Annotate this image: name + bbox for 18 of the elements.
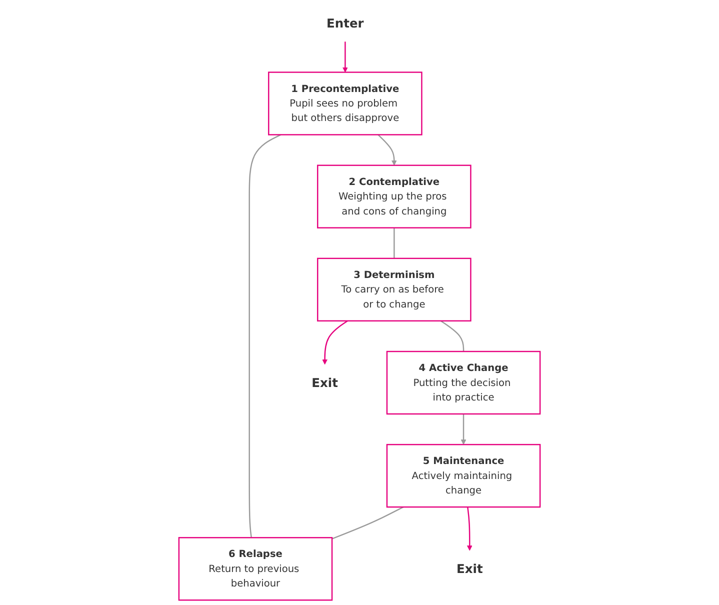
node-box: [268, 72, 422, 136]
node-box: [178, 537, 333, 601]
node-box: [317, 164, 472, 228]
node-box: [386, 444, 541, 508]
node-box: [386, 350, 541, 415]
connector: [394, 228, 395, 258]
connector: [248, 134, 282, 538]
arrow: [460, 414, 466, 445]
connector: [332, 506, 404, 540]
node-box: [317, 258, 472, 322]
arrow: [378, 134, 397, 166]
node-text: Exit: [312, 375, 338, 390]
connector: [440, 320, 464, 352]
node-text: Exit: [456, 562, 483, 576]
arrow: [466, 506, 472, 551]
arrow: [322, 320, 348, 365]
arrow: [342, 42, 348, 72]
node-text: Enter: [326, 16, 364, 31]
